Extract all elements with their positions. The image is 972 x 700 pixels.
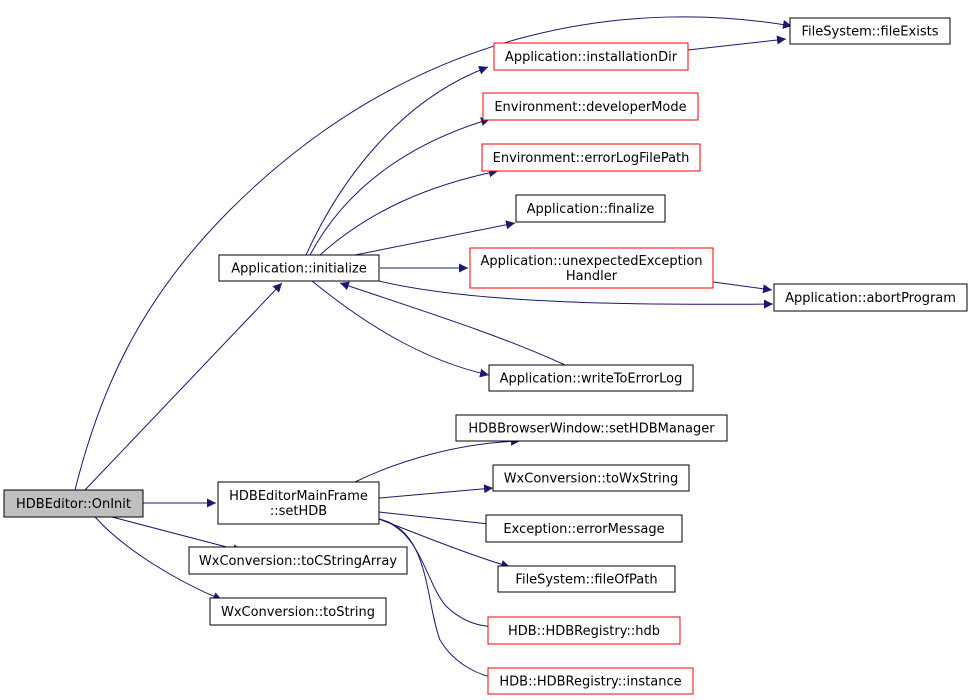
node-n12[interactable]: Application::writeToErrorLog bbox=[488, 364, 694, 392]
edge-n2-n18 bbox=[378, 518, 501, 683]
edges bbox=[74, 16, 793, 683]
node-n1[interactable]: Application::initialize bbox=[218, 254, 380, 282]
node-n4[interactable]: WxConversion::toString bbox=[209, 597, 387, 626]
node-label: WxConversion::toCStringArray bbox=[199, 554, 397, 569]
node-n14[interactable]: WxConversion::toWxString bbox=[492, 464, 690, 492]
node-label: HDBEditorMainFrame bbox=[229, 489, 368, 504]
node-box bbox=[487, 616, 681, 645]
node-box bbox=[455, 414, 728, 442]
node-label: Environment::developerMode bbox=[494, 100, 686, 115]
edge-n12-n1 bbox=[339, 281, 566, 366]
edge-n1-n12 bbox=[311, 280, 490, 378]
node-label: ::setHDB bbox=[270, 504, 327, 519]
node-box bbox=[492, 464, 690, 492]
node-label: Application::writeToErrorLog bbox=[500, 372, 683, 387]
node-label: FileSystem::fileOfPath bbox=[515, 573, 657, 588]
node-label: Application::unexpectedException bbox=[480, 254, 702, 269]
node-box bbox=[482, 92, 699, 121]
node-n11[interactable]: Application::abortProgram bbox=[773, 283, 968, 312]
node-n8[interactable]: Environment::errorLogFilePath bbox=[481, 143, 701, 172]
node-n6[interactable]: Application::installationDir bbox=[493, 42, 689, 71]
node-label: Exception::errorMessage bbox=[503, 522, 664, 537]
node-n15[interactable]: Exception::errorMessage bbox=[485, 514, 683, 543]
node-box bbox=[469, 247, 714, 289]
edge-n1-n11 bbox=[378, 280, 774, 309]
edge-n0-n3 bbox=[111, 516, 243, 554]
node-label: Environment::errorLogFilePath bbox=[493, 151, 690, 166]
node-n3[interactable]: WxConversion::toCStringArray bbox=[188, 546, 408, 575]
node-n18[interactable]: HDB::HDBRegistry::instance bbox=[487, 667, 694, 695]
edge-n1-n8 bbox=[319, 168, 499, 256]
node-box bbox=[515, 194, 666, 223]
edge-n6-n5 bbox=[687, 35, 787, 51]
edge-n0-n4 bbox=[94, 516, 223, 601]
node-n7[interactable]: Environment::developerMode bbox=[482, 92, 699, 121]
node-box bbox=[487, 667, 694, 695]
node-n13[interactable]: HDBBrowserWindow::setHDBManager bbox=[455, 414, 728, 442]
node-label: HDB::HDBRegistry::instance bbox=[499, 675, 681, 690]
edge-n1-n7 bbox=[309, 117, 491, 256]
node-box bbox=[209, 597, 387, 626]
edge-n2-n17 bbox=[378, 518, 501, 632]
node-label: Application::initialize bbox=[231, 262, 367, 277]
node-box bbox=[789, 17, 951, 45]
node-label: Application::abortProgram bbox=[785, 291, 956, 306]
edge-n0-n1 bbox=[84, 282, 283, 491]
node-label: HDB::HDBRegistry::hdb bbox=[508, 624, 660, 639]
edge-n2-n13 bbox=[354, 436, 521, 483]
node-n17[interactable]: HDB::HDBRegistry::hdb bbox=[487, 616, 681, 645]
edge-n2-n15 bbox=[378, 511, 499, 529]
node-box bbox=[773, 283, 968, 312]
edge-n0-n5 bbox=[74, 16, 793, 491]
node-box bbox=[497, 565, 676, 593]
node-n16[interactable]: FileSystem::fileOfPath bbox=[497, 565, 676, 593]
node-label: HDBBrowserWindow::setHDBManager bbox=[468, 422, 715, 437]
node-n5[interactable]: FileSystem::fileExists bbox=[789, 17, 951, 45]
node-box bbox=[488, 364, 694, 392]
node-n2[interactable]: HDBEditorMainFrame::setHDB bbox=[217, 481, 380, 525]
node-label: WxConversion::toWxString bbox=[504, 472, 679, 487]
node-label: Application::finalize bbox=[527, 202, 655, 217]
node-n9[interactable]: Application::finalize bbox=[515, 194, 666, 223]
edge-n1-n6 bbox=[305, 65, 489, 256]
nodes: HDBEditor::OnInit Application::initialize… bbox=[3, 17, 968, 695]
node-label: Application::installationDir bbox=[505, 50, 678, 65]
node-box bbox=[217, 481, 380, 525]
node-label: WxConversion::toString bbox=[221, 605, 375, 620]
node-label: Handler bbox=[566, 269, 618, 284]
node-label: HDBEditor::OnInit bbox=[16, 497, 131, 512]
edge-n2-n14 bbox=[378, 484, 494, 499]
node-box bbox=[481, 143, 701, 172]
node-box bbox=[218, 254, 380, 282]
edge-n10-n11 bbox=[712, 281, 773, 294]
node-label: FileSystem::fileExists bbox=[802, 25, 939, 40]
node-box bbox=[485, 514, 683, 543]
node-n0[interactable]: HDBEditor::OnInit bbox=[3, 489, 144, 518]
node-box bbox=[188, 546, 408, 575]
node-box bbox=[3, 489, 144, 518]
node-box bbox=[493, 42, 689, 71]
edge-n1-n9 bbox=[354, 220, 516, 256]
